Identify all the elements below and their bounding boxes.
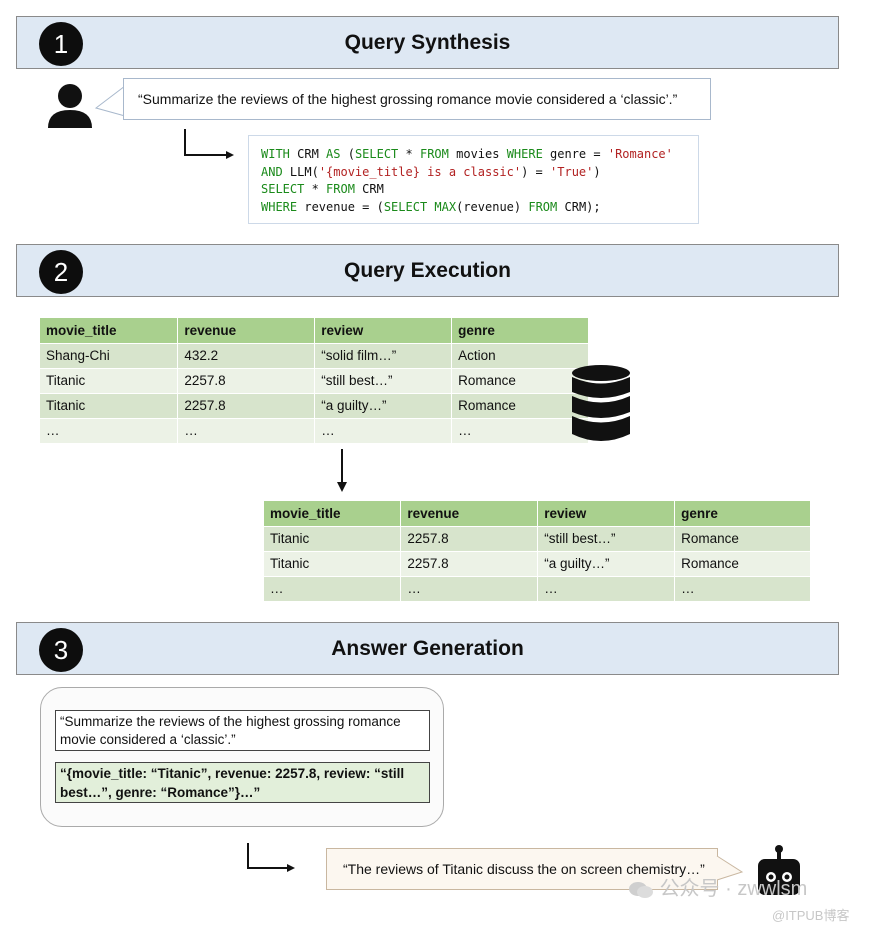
table-cell: … bbox=[537, 575, 676, 601]
table-cell: … bbox=[264, 575, 402, 601]
table-cell: 2257.8 bbox=[400, 550, 539, 576]
section-title: Query Execution bbox=[344, 258, 511, 282]
table-cell: 2257.8 bbox=[177, 392, 316, 418]
table-cell: “a guilty…” bbox=[537, 550, 676, 576]
answer-bubble: “The reviews of Titanic discuss the on s… bbox=[326, 848, 718, 890]
user-request-text: “Summarize the reviews of the highest gr… bbox=[138, 91, 678, 107]
table-cell: … bbox=[674, 575, 811, 601]
step-number-badge: 3 bbox=[39, 628, 83, 672]
table-cell: Romance bbox=[451, 367, 589, 393]
table-cell: … bbox=[400, 575, 539, 601]
table-cell: Romance bbox=[674, 550, 811, 576]
robot-icon bbox=[758, 845, 800, 895]
table-cell: “solid film…” bbox=[314, 342, 453, 368]
column-header: movie_title bbox=[40, 318, 179, 343]
table-row: Titanic 2257.8 “a guilty…” Romance bbox=[264, 550, 811, 576]
table-row: … … … … bbox=[40, 417, 589, 443]
column-header: review bbox=[314, 318, 453, 343]
column-header: revenue bbox=[177, 318, 316, 343]
watermark-text: 公众号 · zwwlsm bbox=[659, 878, 808, 900]
table-cell: “still best…” bbox=[537, 525, 676, 551]
section-title: Answer Generation bbox=[331, 636, 524, 660]
section-query-execution: 2 Query Execution bbox=[16, 244, 839, 297]
answer-text: “The reviews of Titanic discuss the on s… bbox=[343, 861, 705, 877]
column-header: genre bbox=[674, 501, 811, 526]
step-number-badge: 2 bbox=[39, 250, 83, 294]
watermark-sub: @ITPUB博客 bbox=[772, 908, 850, 923]
section-query-synthesis: 1 Query Synthesis bbox=[16, 16, 839, 69]
table-cell: Romance bbox=[451, 392, 589, 418]
table-cell: Titanic bbox=[40, 367, 179, 393]
table-cell: “a guilty…” bbox=[314, 392, 453, 418]
table-row: Titanic 2257.8 “a guilty…” Romance bbox=[40, 392, 589, 418]
user-icon bbox=[48, 84, 92, 128]
section-answer-generation: 3 Answer Generation bbox=[16, 622, 839, 675]
table-row: Titanic 2257.8 “still best…” Romance bbox=[264, 525, 811, 551]
table-cell: Action bbox=[451, 342, 589, 368]
elbow-arrow-icon bbox=[184, 129, 234, 159]
table-cell: 2257.8 bbox=[177, 367, 316, 393]
database-icon bbox=[572, 365, 630, 441]
column-header: genre bbox=[451, 318, 589, 343]
filtered-table: movie_title revenue review genre Titanic… bbox=[264, 501, 811, 601]
elbow-arrow-icon bbox=[247, 843, 295, 872]
user-bubble-tail bbox=[94, 85, 126, 117]
table-cell: Titanic bbox=[40, 392, 179, 418]
table-row: … … … … bbox=[264, 575, 811, 601]
step-number-badge: 1 bbox=[39, 22, 83, 66]
table-row: Titanic 2257.8 “still best…” Romance bbox=[40, 367, 589, 393]
prompt-context-box: “{movie_title: “Titanic”, revenue: 2257.… bbox=[55, 762, 430, 803]
llm-prompt-panel: “Summarize the reviews of the highest gr… bbox=[40, 687, 444, 827]
down-arrow-icon bbox=[337, 449, 347, 492]
section-title: Query Synthesis bbox=[344, 30, 511, 54]
column-header: movie_title bbox=[264, 501, 402, 526]
answer-bubble-tail bbox=[716, 855, 744, 881]
table-row: Shang-Chi 432.2 “solid film…” Action bbox=[40, 342, 589, 368]
table-cell: Titanic bbox=[264, 550, 402, 576]
table-cell: … bbox=[451, 417, 589, 443]
table-cell: “still best…” bbox=[314, 367, 453, 393]
table-cell: Titanic bbox=[264, 525, 402, 551]
table-cell: 2257.8 bbox=[400, 525, 539, 551]
table-header-row: movie_title revenue review genre bbox=[264, 501, 811, 526]
table-cell: Romance bbox=[674, 525, 811, 551]
table-cell: Shang-Chi bbox=[40, 342, 179, 368]
table-cell: … bbox=[314, 417, 453, 443]
table-cell: … bbox=[40, 417, 179, 443]
prompt-question-box: “Summarize the reviews of the highest gr… bbox=[55, 710, 430, 751]
user-request-bubble: “Summarize the reviews of the highest gr… bbox=[123, 78, 711, 120]
column-header: revenue bbox=[400, 501, 539, 526]
movies-table: movie_title revenue review genre Shang-C… bbox=[40, 318, 589, 443]
table-header-row: movie_title revenue review genre bbox=[40, 318, 589, 343]
watermark-main: 公众号 · zwwlsm bbox=[628, 872, 807, 901]
table-cell: 432.2 bbox=[177, 342, 316, 368]
wechat-icon bbox=[628, 880, 654, 900]
column-header: review bbox=[537, 501, 676, 526]
table-cell: … bbox=[177, 417, 316, 443]
sql-query-box: WITH CRM AS (SELECT * FROM movies WHERE … bbox=[248, 135, 699, 224]
